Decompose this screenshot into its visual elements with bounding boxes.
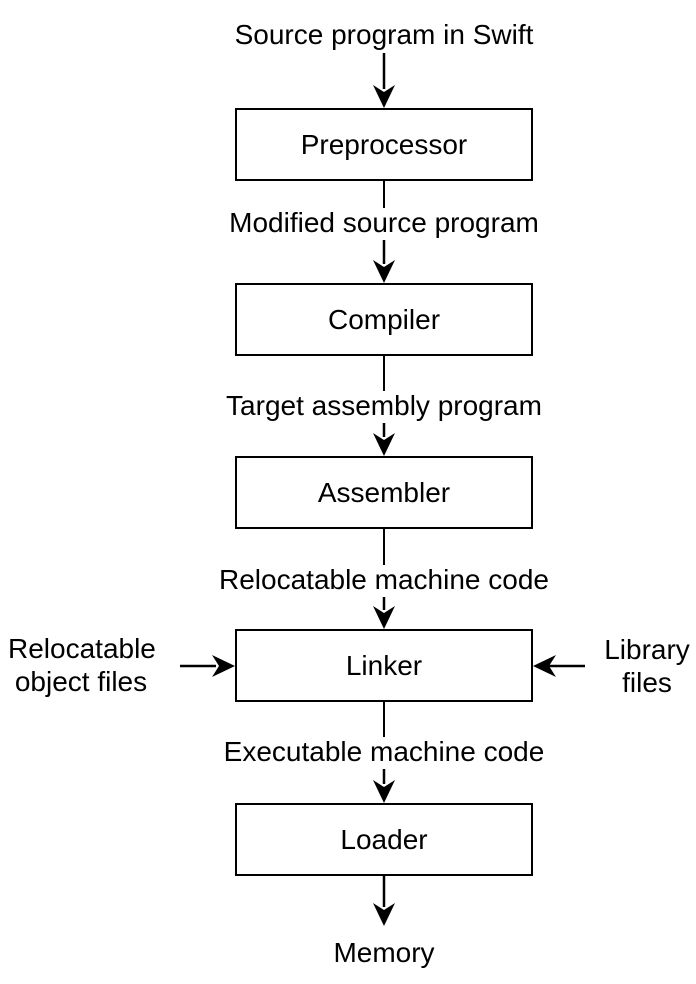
linker-input-right-line1: Library [604,634,690,665]
arrow-left-library-files-to-linker [533,655,585,677]
edge-label-target-assembly-program: Target assembly program [226,390,542,421]
linker-input-right-label: Library files [588,633,696,699]
box-compiler: Compiler [235,283,533,356]
arrow-down-loader-to-memory [373,876,395,926]
memory-sink-label: Memory [333,937,435,968]
arrow-down-linker-to-loader [373,769,395,803]
box-compiler-label: Compiler [327,303,441,335]
edge-label-modified-source-program: Modified source program [229,207,539,238]
linker-input-left-line1: Relocatable [8,633,156,664]
arrow-down-compiler-to-assembler [373,423,395,456]
box-loader-label: Loader [340,823,428,855]
linker-input-left-line2: object files [14,666,148,697]
edge-label-relocatable-machine-code: Relocatable machine code [219,564,549,595]
connector-stub-compiler [382,356,385,391]
box-assembler-label: Assembler [317,476,451,508]
source-program-label: Source program in Swift [234,19,534,50]
arrow-down-source-to-preprocessor [373,53,395,108]
box-preprocessor: Preprocessor [235,108,533,181]
connector-stub-preprocessor [382,181,385,208]
arrow-right-object-files-to-linker [180,655,235,677]
connector-stub-assembler [382,529,385,565]
linker-input-left-label: Relocatable object files [8,632,156,698]
arrow-down-preprocessor-to-compiler [373,240,395,283]
connector-stub-linker [382,702,385,737]
linker-input-right-line2: files [622,667,672,698]
box-linker: Linker [235,629,533,702]
edge-label-executable-machine-code: Executable machine code [223,736,545,767]
box-linker-label: Linker [345,649,423,681]
box-preprocessor-label: Preprocessor [300,128,468,160]
box-assembler: Assembler [235,456,533,529]
arrow-down-assembler-to-linker [373,597,395,629]
box-loader: Loader [235,803,533,876]
